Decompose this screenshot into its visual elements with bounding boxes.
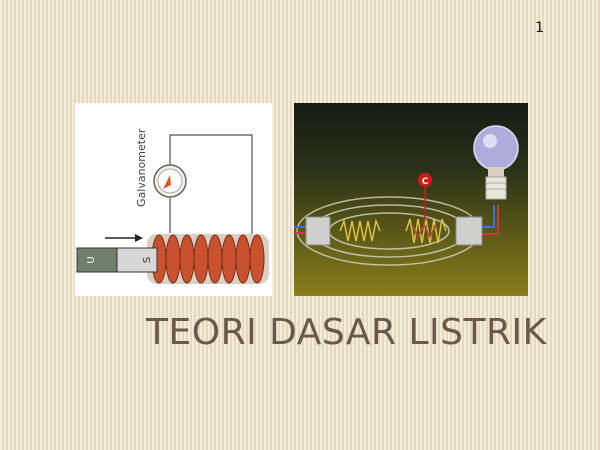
galvanometer-coil-image: Galvanometer U S — [75, 103, 272, 296]
coil-icon — [147, 234, 269, 284]
motion-arrow-icon — [105, 234, 143, 242]
probe-badge-label: C — [422, 177, 429, 187]
slide-title: TEORI DASAR LISTRIK — [146, 312, 547, 353]
coil-right-winding — [405, 218, 447, 244]
light-bulb-icon — [473, 125, 519, 200]
probe-badge-icon — [418, 173, 432, 187]
bar-magnet-icon — [76, 247, 158, 273]
magnet-pole-s-label: S — [142, 257, 153, 263]
terminal-block-right — [455, 216, 483, 246]
slide-number: 1 — [535, 20, 544, 36]
circuit-wire-top — [169, 134, 253, 243]
terminal-block-left — [305, 216, 331, 246]
galvanometer-label: Galvanometer — [135, 128, 148, 207]
coil-left-winding — [339, 218, 381, 242]
galvanometer-coil-diagram: Galvanometer U S — [76, 128, 269, 284]
galvanometer-icon — [153, 164, 187, 198]
bulb-coil-image: C — [294, 103, 528, 296]
coil-red-winding — [411, 223, 437, 239]
bulb-coil-diagram: C — [294, 125, 519, 266]
magnet-pole-u-label: U — [86, 256, 97, 263]
